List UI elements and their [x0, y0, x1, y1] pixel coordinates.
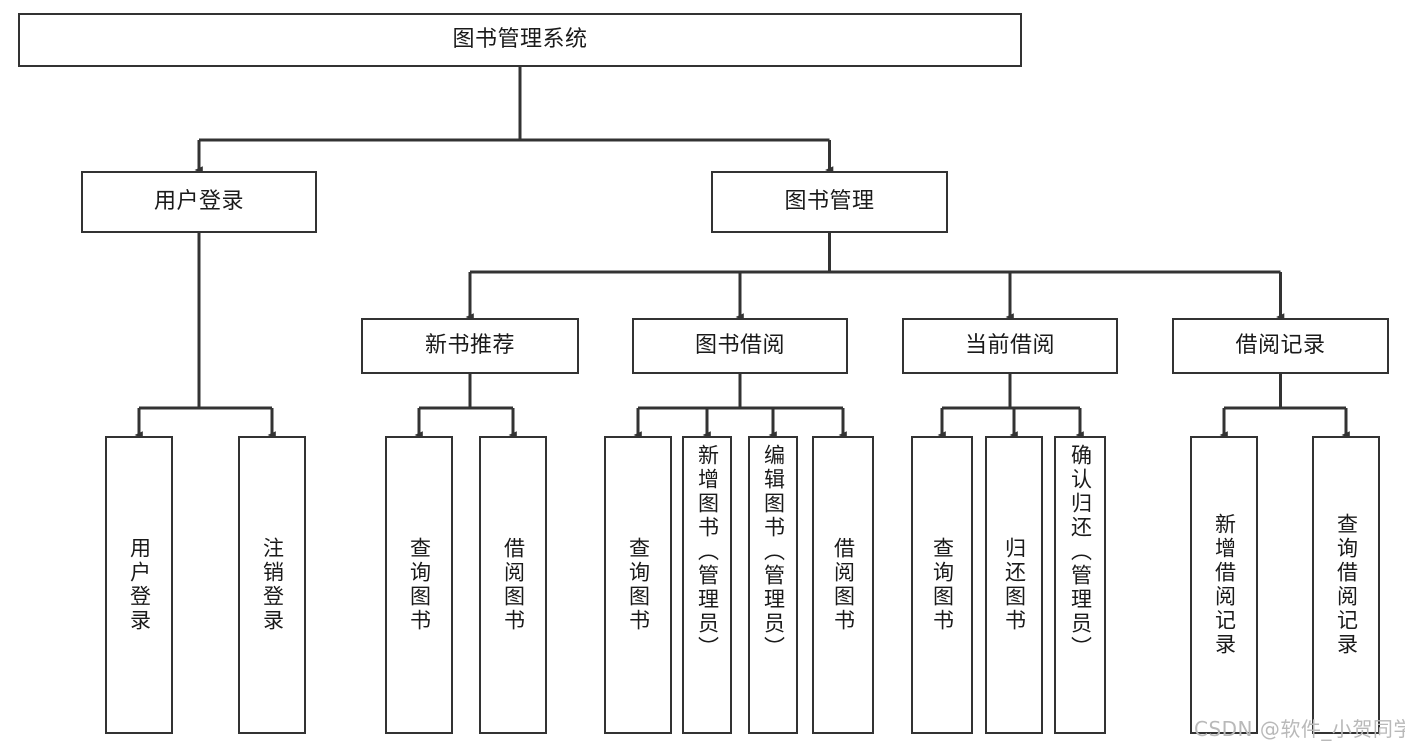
- node-label: 查询借阅记录: [1334, 513, 1359, 657]
- node-label: 查询图书: [626, 537, 651, 633]
- node-leaf13[interactable]: 查询借阅记录: [1312, 436, 1380, 734]
- edge-paths: [134, 67, 1350, 439]
- node-label: 归还图书: [1002, 537, 1027, 633]
- node-label: 图书管理系统: [452, 27, 588, 53]
- node-leaf5[interactable]: 查询图书: [604, 436, 672, 734]
- node-label: 编辑图书（管理员）: [761, 444, 786, 660]
- node-leaf8[interactable]: 借阅图书: [812, 436, 874, 734]
- node-label: 新书推荐: [424, 333, 515, 359]
- node-label: 当前借阅: [964, 333, 1055, 359]
- node-label: 借阅图书: [501, 537, 526, 633]
- node-leaf1[interactable]: 用户登录: [105, 436, 173, 734]
- node-root[interactable]: 图书管理系统: [18, 13, 1022, 67]
- node-leaf7[interactable]: 编辑图书（管理员）: [748, 436, 798, 734]
- node-newbook[interactable]: 新书推荐: [361, 318, 579, 374]
- node-label: 借阅图书: [831, 537, 856, 633]
- node-label: 新增借阅记录: [1212, 513, 1237, 657]
- watermark: CSDN @软件_小贺同学: [1194, 717, 1405, 741]
- node-leaf12[interactable]: 新增借阅记录: [1190, 436, 1258, 734]
- node-leaf9[interactable]: 查询图书: [911, 436, 973, 734]
- node-leaf2[interactable]: 注销登录: [238, 436, 306, 734]
- node-label: 查询图书: [407, 537, 432, 633]
- node-borrow[interactable]: 图书借阅: [632, 318, 848, 374]
- node-leaf11[interactable]: 确认归还（管理员）: [1054, 436, 1106, 734]
- node-leaf10[interactable]: 归还图书: [985, 436, 1043, 734]
- node-label: 借阅记录: [1235, 333, 1326, 359]
- node-bookmgmt[interactable]: 图书管理: [711, 171, 948, 233]
- node-login[interactable]: 用户登录: [81, 171, 317, 233]
- node-label: 用户登录: [153, 189, 244, 215]
- node-label: 图书借阅: [694, 333, 785, 359]
- node-label: 图书管理: [784, 189, 875, 215]
- node-current[interactable]: 当前借阅: [902, 318, 1118, 374]
- node-leaf4[interactable]: 借阅图书: [479, 436, 547, 734]
- node-label: 注销登录: [260, 537, 285, 633]
- node-label: 新增图书（管理员）: [695, 444, 720, 660]
- node-label: 用户登录: [127, 537, 152, 633]
- node-leaf3[interactable]: 查询图书: [385, 436, 453, 734]
- node-leaf6[interactable]: 新增图书（管理员）: [682, 436, 732, 734]
- node-label: 查询图书: [930, 537, 955, 633]
- node-records[interactable]: 借阅记录: [1172, 318, 1389, 374]
- node-label: 确认归还（管理员）: [1068, 444, 1093, 660]
